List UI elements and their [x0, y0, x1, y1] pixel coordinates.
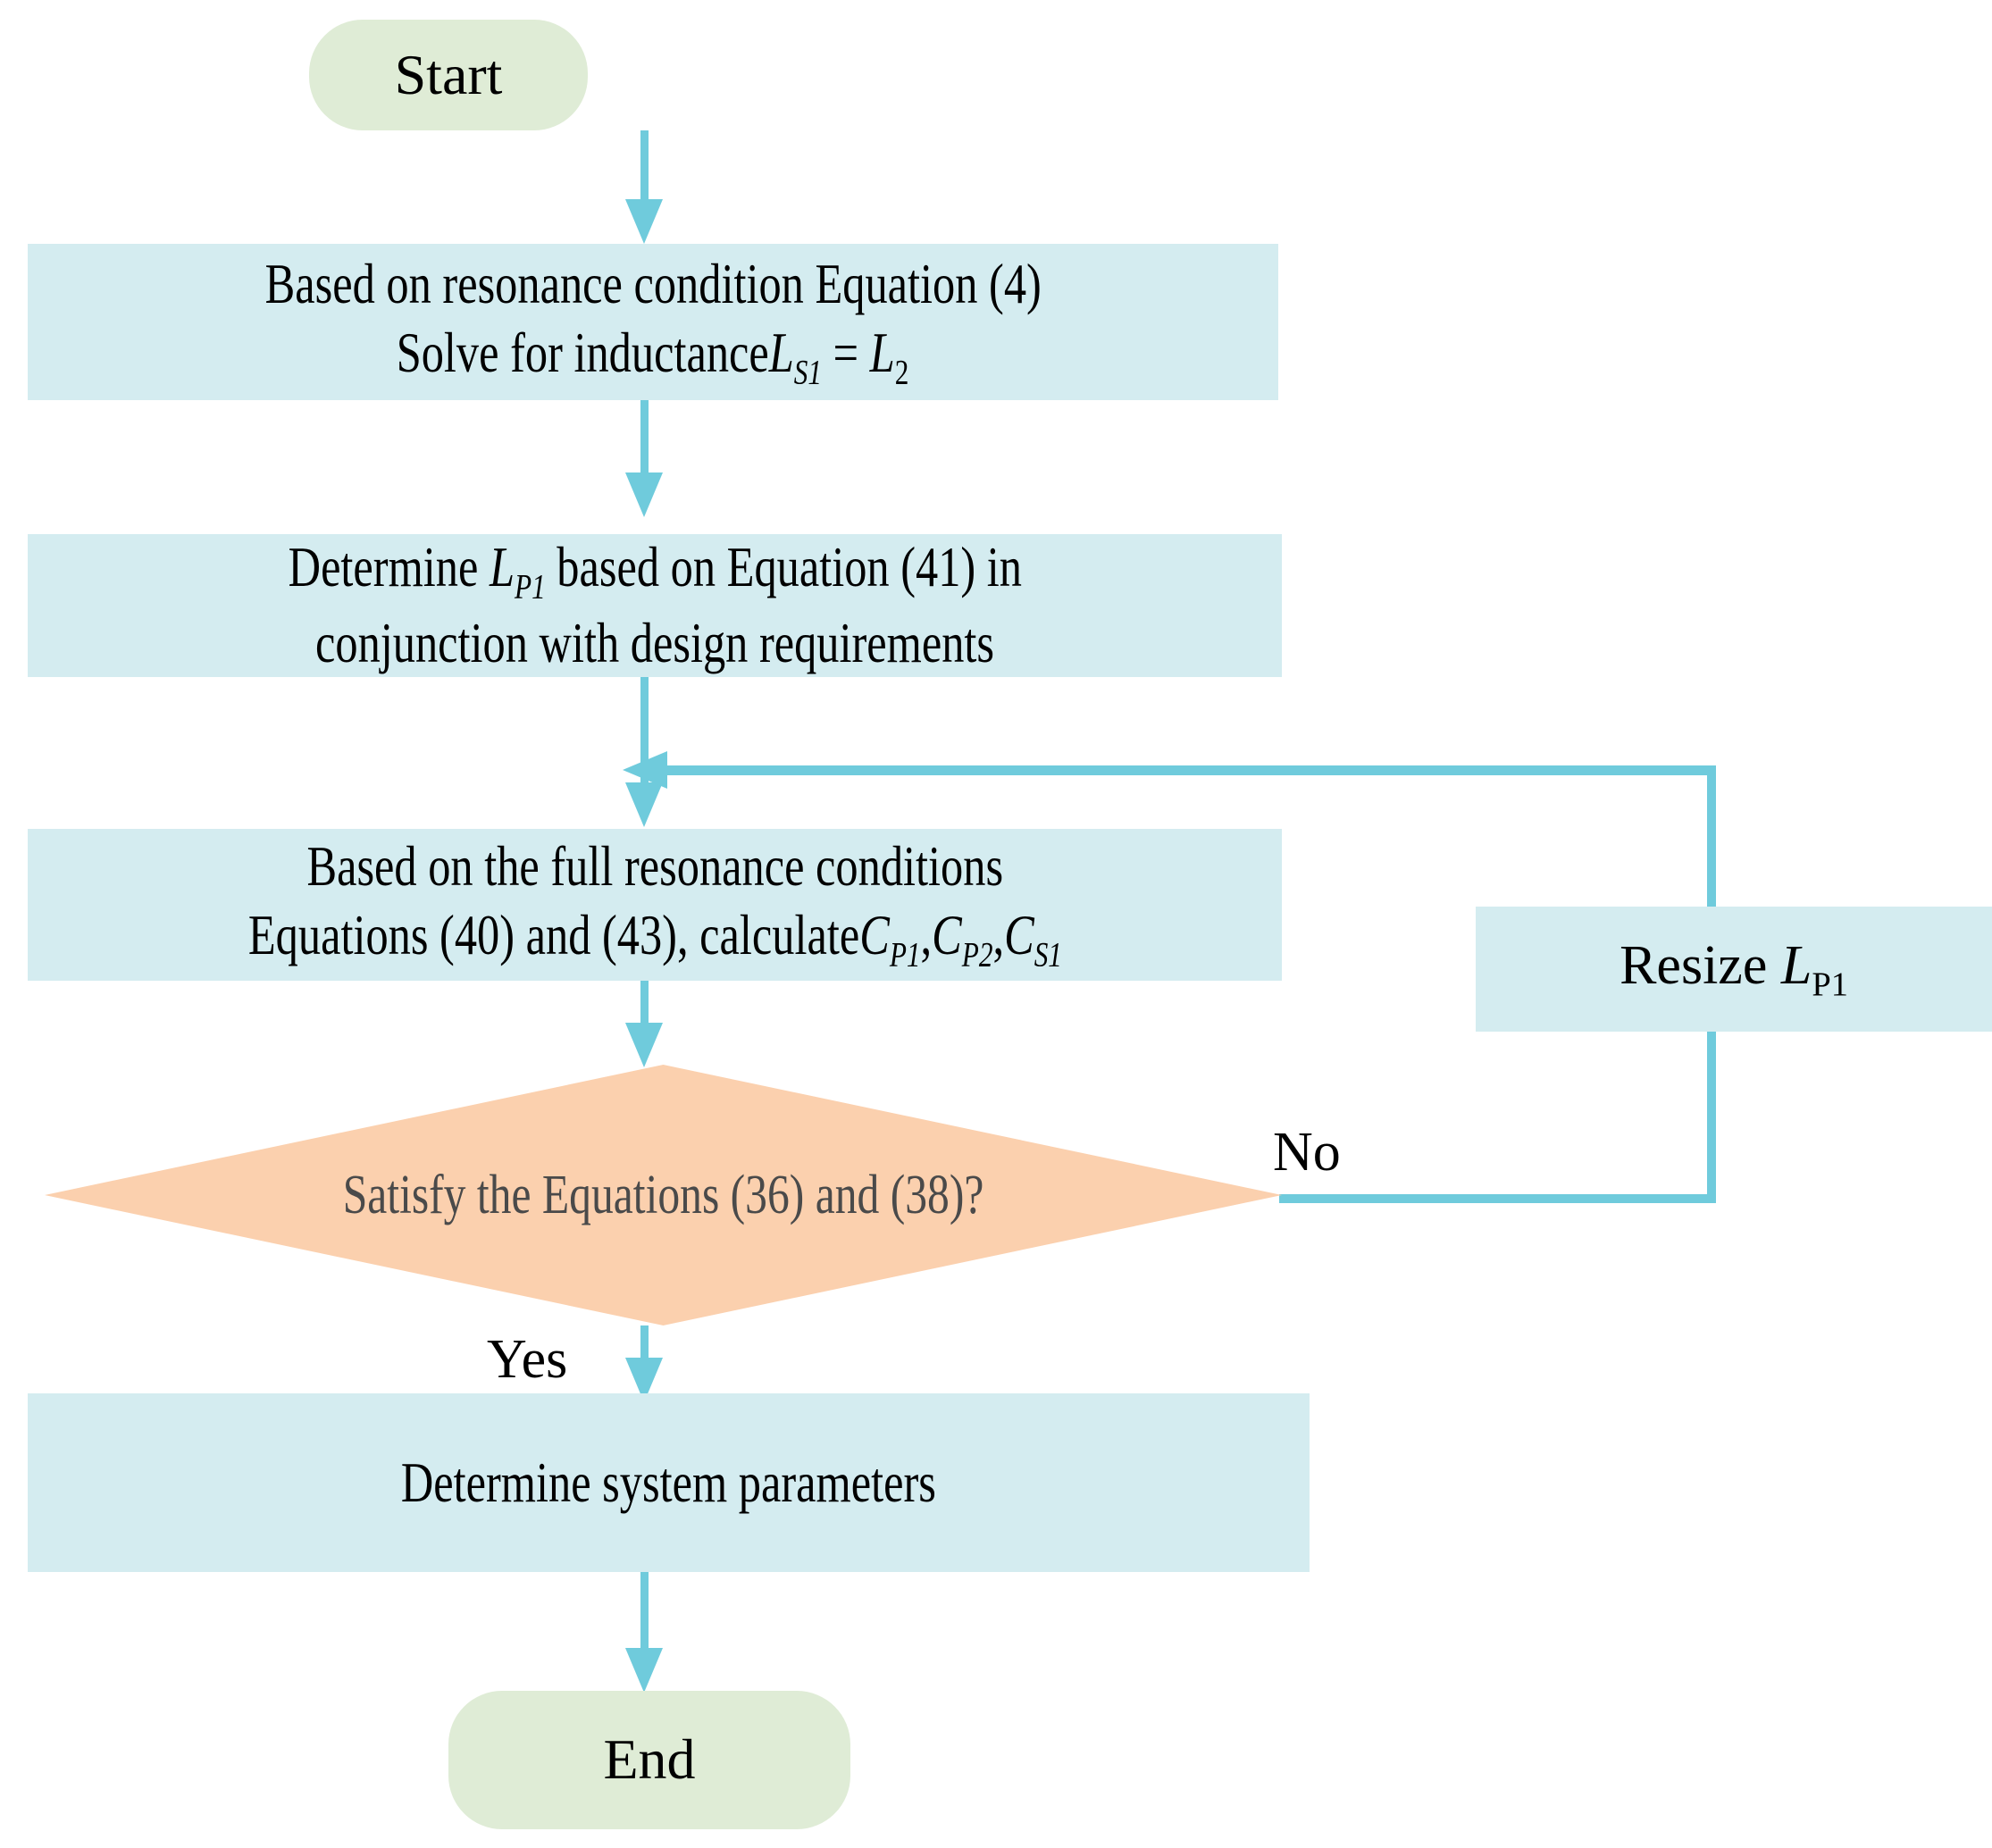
arrowhead-params-to-end [625, 1648, 663, 1693]
node-decision-satisfy-equations[interactable]: Satisfy the Equations (36) and (38)? [45, 1065, 1282, 1325]
connector-calculate-to-decision [640, 981, 649, 1034]
node-determine-params-text: Determine system parameters [28, 1449, 1310, 1518]
solve-var-l2-sub: 2 [895, 353, 909, 392]
resize-var-lp1-sub: P1 [1812, 966, 1848, 1004]
arrowhead-feedback-merge [623, 751, 667, 789]
calculate-sep-1: , [920, 904, 932, 967]
edge-label-yes: Yes [487, 1329, 568, 1390]
determine-line-1-post: based on Equation (41) in [545, 536, 1022, 599]
arrowhead-calculate-to-decision [625, 1023, 663, 1067]
node-resize-lp1[interactable]: Resize LP1 [1476, 907, 1992, 1032]
solve-line-2: Solve for inductanceLS1 = L2 [397, 319, 909, 394]
node-resize-lp1-text: Resize LP1 [1476, 932, 1992, 1006]
node-determine-lp1[interactable]: Determine LP1 based on Equation (41) in … [28, 534, 1282, 677]
node-solve-inductance-text: Based on resonance condition Equation (4… [28, 250, 1278, 394]
arrowhead-start-to-solve [625, 199, 663, 244]
determine-var-lp1: L [489, 536, 515, 599]
node-calculate-caps-text: Based on the full resonance conditions E… [28, 832, 1282, 976]
solve-var-ls1: L [769, 321, 795, 384]
resize-var-lp1: L [1780, 934, 1812, 996]
node-calculate-caps[interactable]: Based on the full resonance conditions E… [28, 829, 1282, 981]
solve-var-l2: L [870, 321, 896, 384]
calculate-sep-2: , [992, 904, 1004, 967]
connector-solve-to-determine [640, 400, 649, 482]
solve-eq: = [822, 321, 871, 384]
calculate-line-1: Based on the full resonance conditions [306, 835, 1003, 899]
resize-label-pre: Resize [1620, 934, 1781, 996]
connector-feedback-horizontal-bottom [1279, 1194, 1716, 1203]
node-end[interactable]: End [448, 1691, 850, 1829]
calculate-line-2: Equations (40) and (43), calculateCP1,CP… [247, 901, 1061, 976]
calculate-var-cp2: C [931, 904, 962, 967]
calculate-var-cp2-sub: P2 [961, 935, 993, 974]
node-end-label: End [603, 1727, 696, 1792]
node-start-label: Start [394, 42, 503, 106]
edge-label-no: No [1273, 1122, 1341, 1183]
decision-label: Satisfy the Equations (36) and (38)? [263, 1164, 1064, 1227]
node-determine-lp1-text: Determine LP1 based on Equation (41) in … [28, 533, 1282, 677]
connector-decision-to-params [640, 1325, 649, 1370]
connector-feedback-horizontal-top [665, 765, 1715, 775]
calculate-line-2-pre: Equations (40) and (43), calculate [247, 904, 859, 967]
determine-line-1: Determine LP1 based on Equation (41) in [288, 533, 1021, 608]
calculate-var-cp1-sub: P1 [889, 935, 921, 974]
calculate-var-cs1-sub: S1 [1034, 935, 1062, 974]
node-solve-inductance[interactable]: Based on resonance condition Equation (4… [28, 244, 1278, 400]
node-start[interactable]: Start [309, 20, 588, 130]
connector-start-to-solve [640, 130, 649, 206]
connector-params-to-end [640, 1572, 649, 1666]
calculate-var-cp1: C [858, 904, 890, 967]
solve-var-ls1-sub: S1 [794, 353, 823, 392]
decision-label-text: Satisfy the Equations (36) and (38)? [342, 1164, 984, 1225]
determine-line-1-pre: Determine [288, 536, 490, 599]
connector-determine-to-calculate [640, 677, 649, 793]
calculate-var-cs1: C [1003, 904, 1034, 967]
node-determine-params[interactable]: Determine system parameters [28, 1393, 1310, 1572]
arrowhead-determine-to-calculate [625, 782, 663, 827]
determine-line-2: conjunction with design requirements [314, 611, 995, 674]
determine-var-lp1-sub: P1 [514, 568, 546, 607]
solve-line-2-pre: Solve for inductance [397, 321, 770, 384]
arrowhead-solve-to-determine [625, 472, 663, 517]
determine-params-label: Determine system parameters [401, 1451, 936, 1514]
solve-line-1: Based on resonance condition Equation (4… [264, 252, 1042, 315]
